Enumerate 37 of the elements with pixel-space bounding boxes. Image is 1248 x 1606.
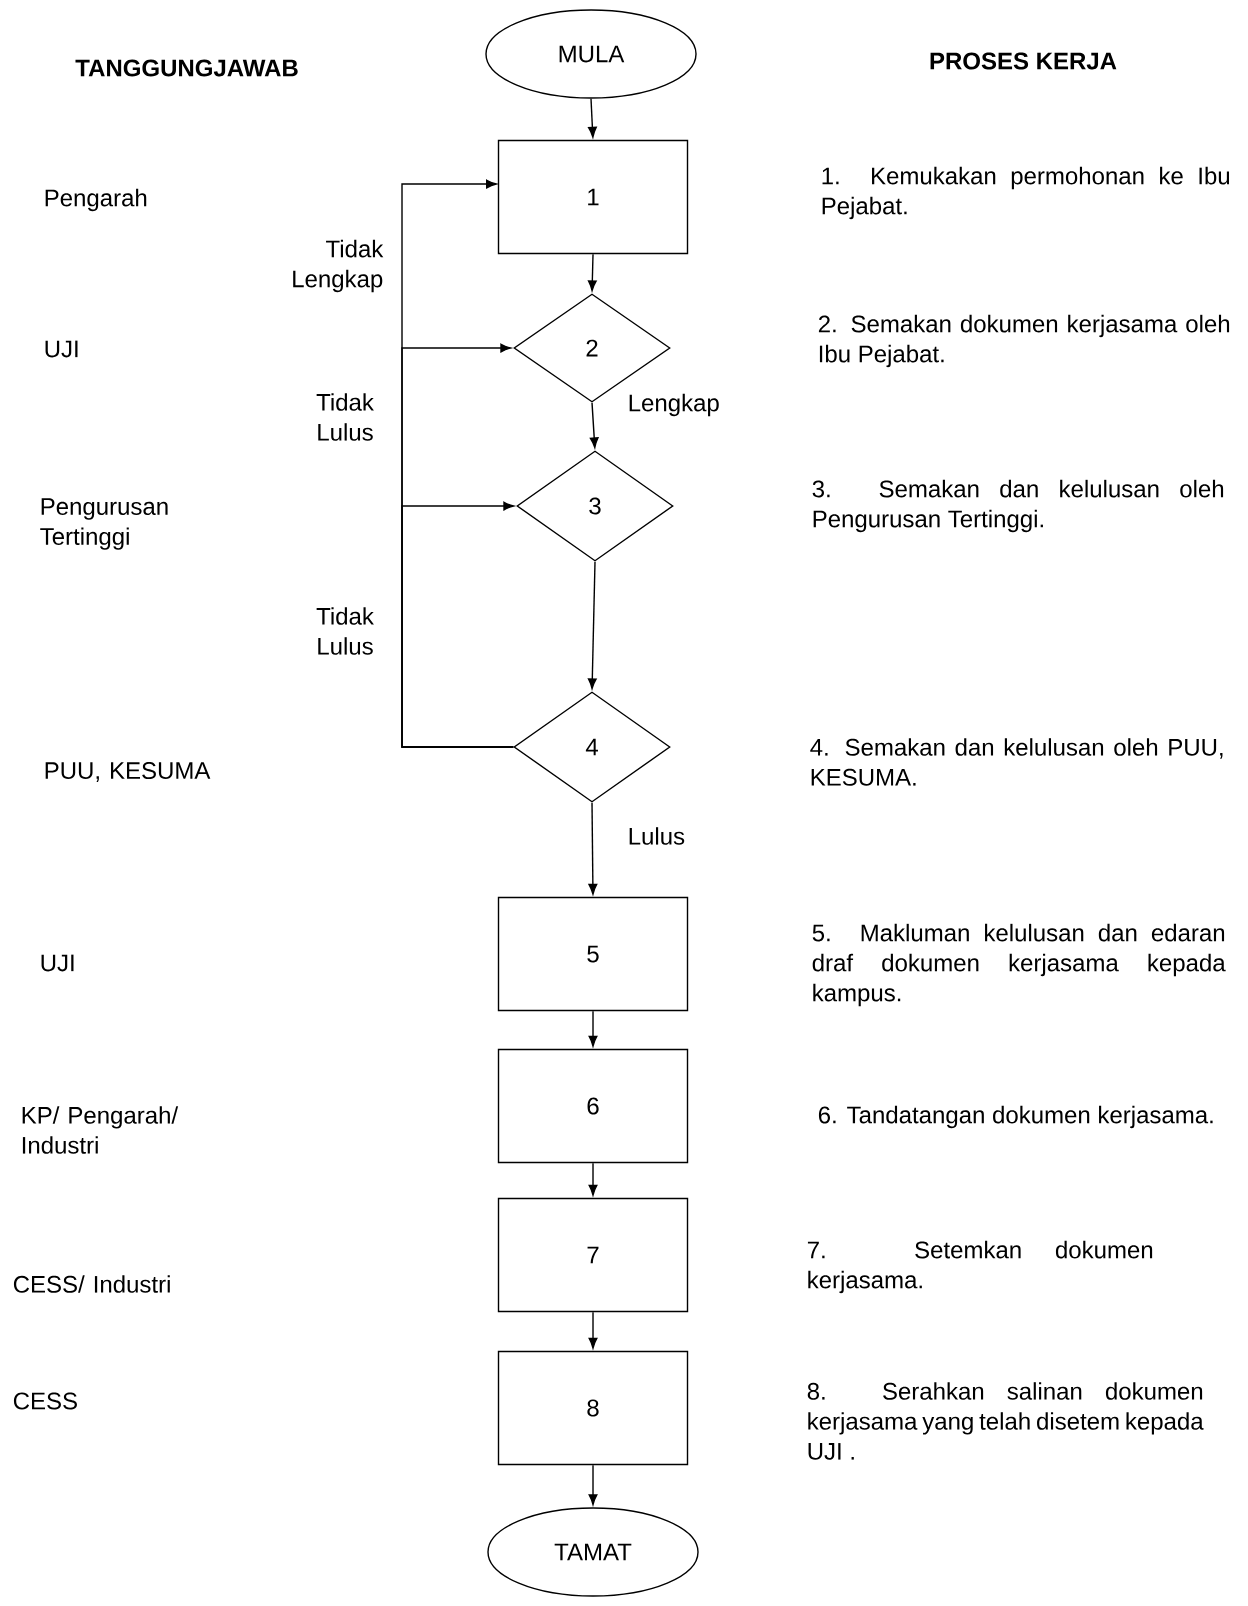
process-box: 1 [497,139,689,255]
role-label: CESS/ Industri [13,1275,170,1293]
arrow [588,1010,598,1047]
arrow [401,501,515,748]
column-heading: TANGGUNGJAWAB [75,59,298,77]
role-label: UJI [41,954,74,972]
step-description: 7. Setemkan dokumen kerjasama. [807,1240,1153,1294]
step-description: 8. Serahkan salinan dokumen kerjasama yang telah disetem kepada UJI . [807,1382,1204,1460]
step-description: 1. Kemukakan permohonan ke Ibu Pejabat. [822,166,1230,220]
arrow [587,561,597,690]
arrow [587,253,597,292]
arrow [588,802,598,895]
role-label: CESS [13,1392,77,1410]
process-box: 5 [497,896,689,1012]
process-box: 7 [497,1197,689,1313]
role-label: UJI [45,340,78,358]
branch-label: Tidak Lengkap [293,239,384,293]
role-label: Pengarah [45,188,147,212]
edge-label: Lulus [629,827,685,845]
role-label: PUU, KESUMA [45,762,211,782]
arrow [588,1464,598,1506]
arrow [587,98,597,138]
process-box: 8 [497,1350,689,1466]
process-box: 6 [497,1048,689,1164]
step-description: 3. Semakan dan kelulusan oleh Pengurusan Tertinggi. [812,479,1224,533]
column-heading: PROSES KERJA [930,52,1117,70]
step-description: 4. Semakan dan kelulusan oleh PUU, KESUMA. [810,738,1223,786]
arrow [589,402,599,449]
branch-label: Tidak Lulus [316,607,374,655]
step-description: 5. Makluman kelulusan dan edaran draf dokumen kerjasama kepada kampus. [812,923,1226,1007]
role-label: KP/ Pengarah/ Industri [22,1106,179,1154]
step-description: 2. Semakan dokumen kerjasama oleh Ibu Pejabat. [818,314,1230,368]
role-label: Pengurusan Tertinggi [40,498,168,550]
arrow [588,1162,598,1196]
step-description: 6. Tandatangan dokumen kerjasama. [818,1105,1213,1129]
arrow [588,1311,598,1349]
branch-label: Tidak Lulus [316,393,374,441]
